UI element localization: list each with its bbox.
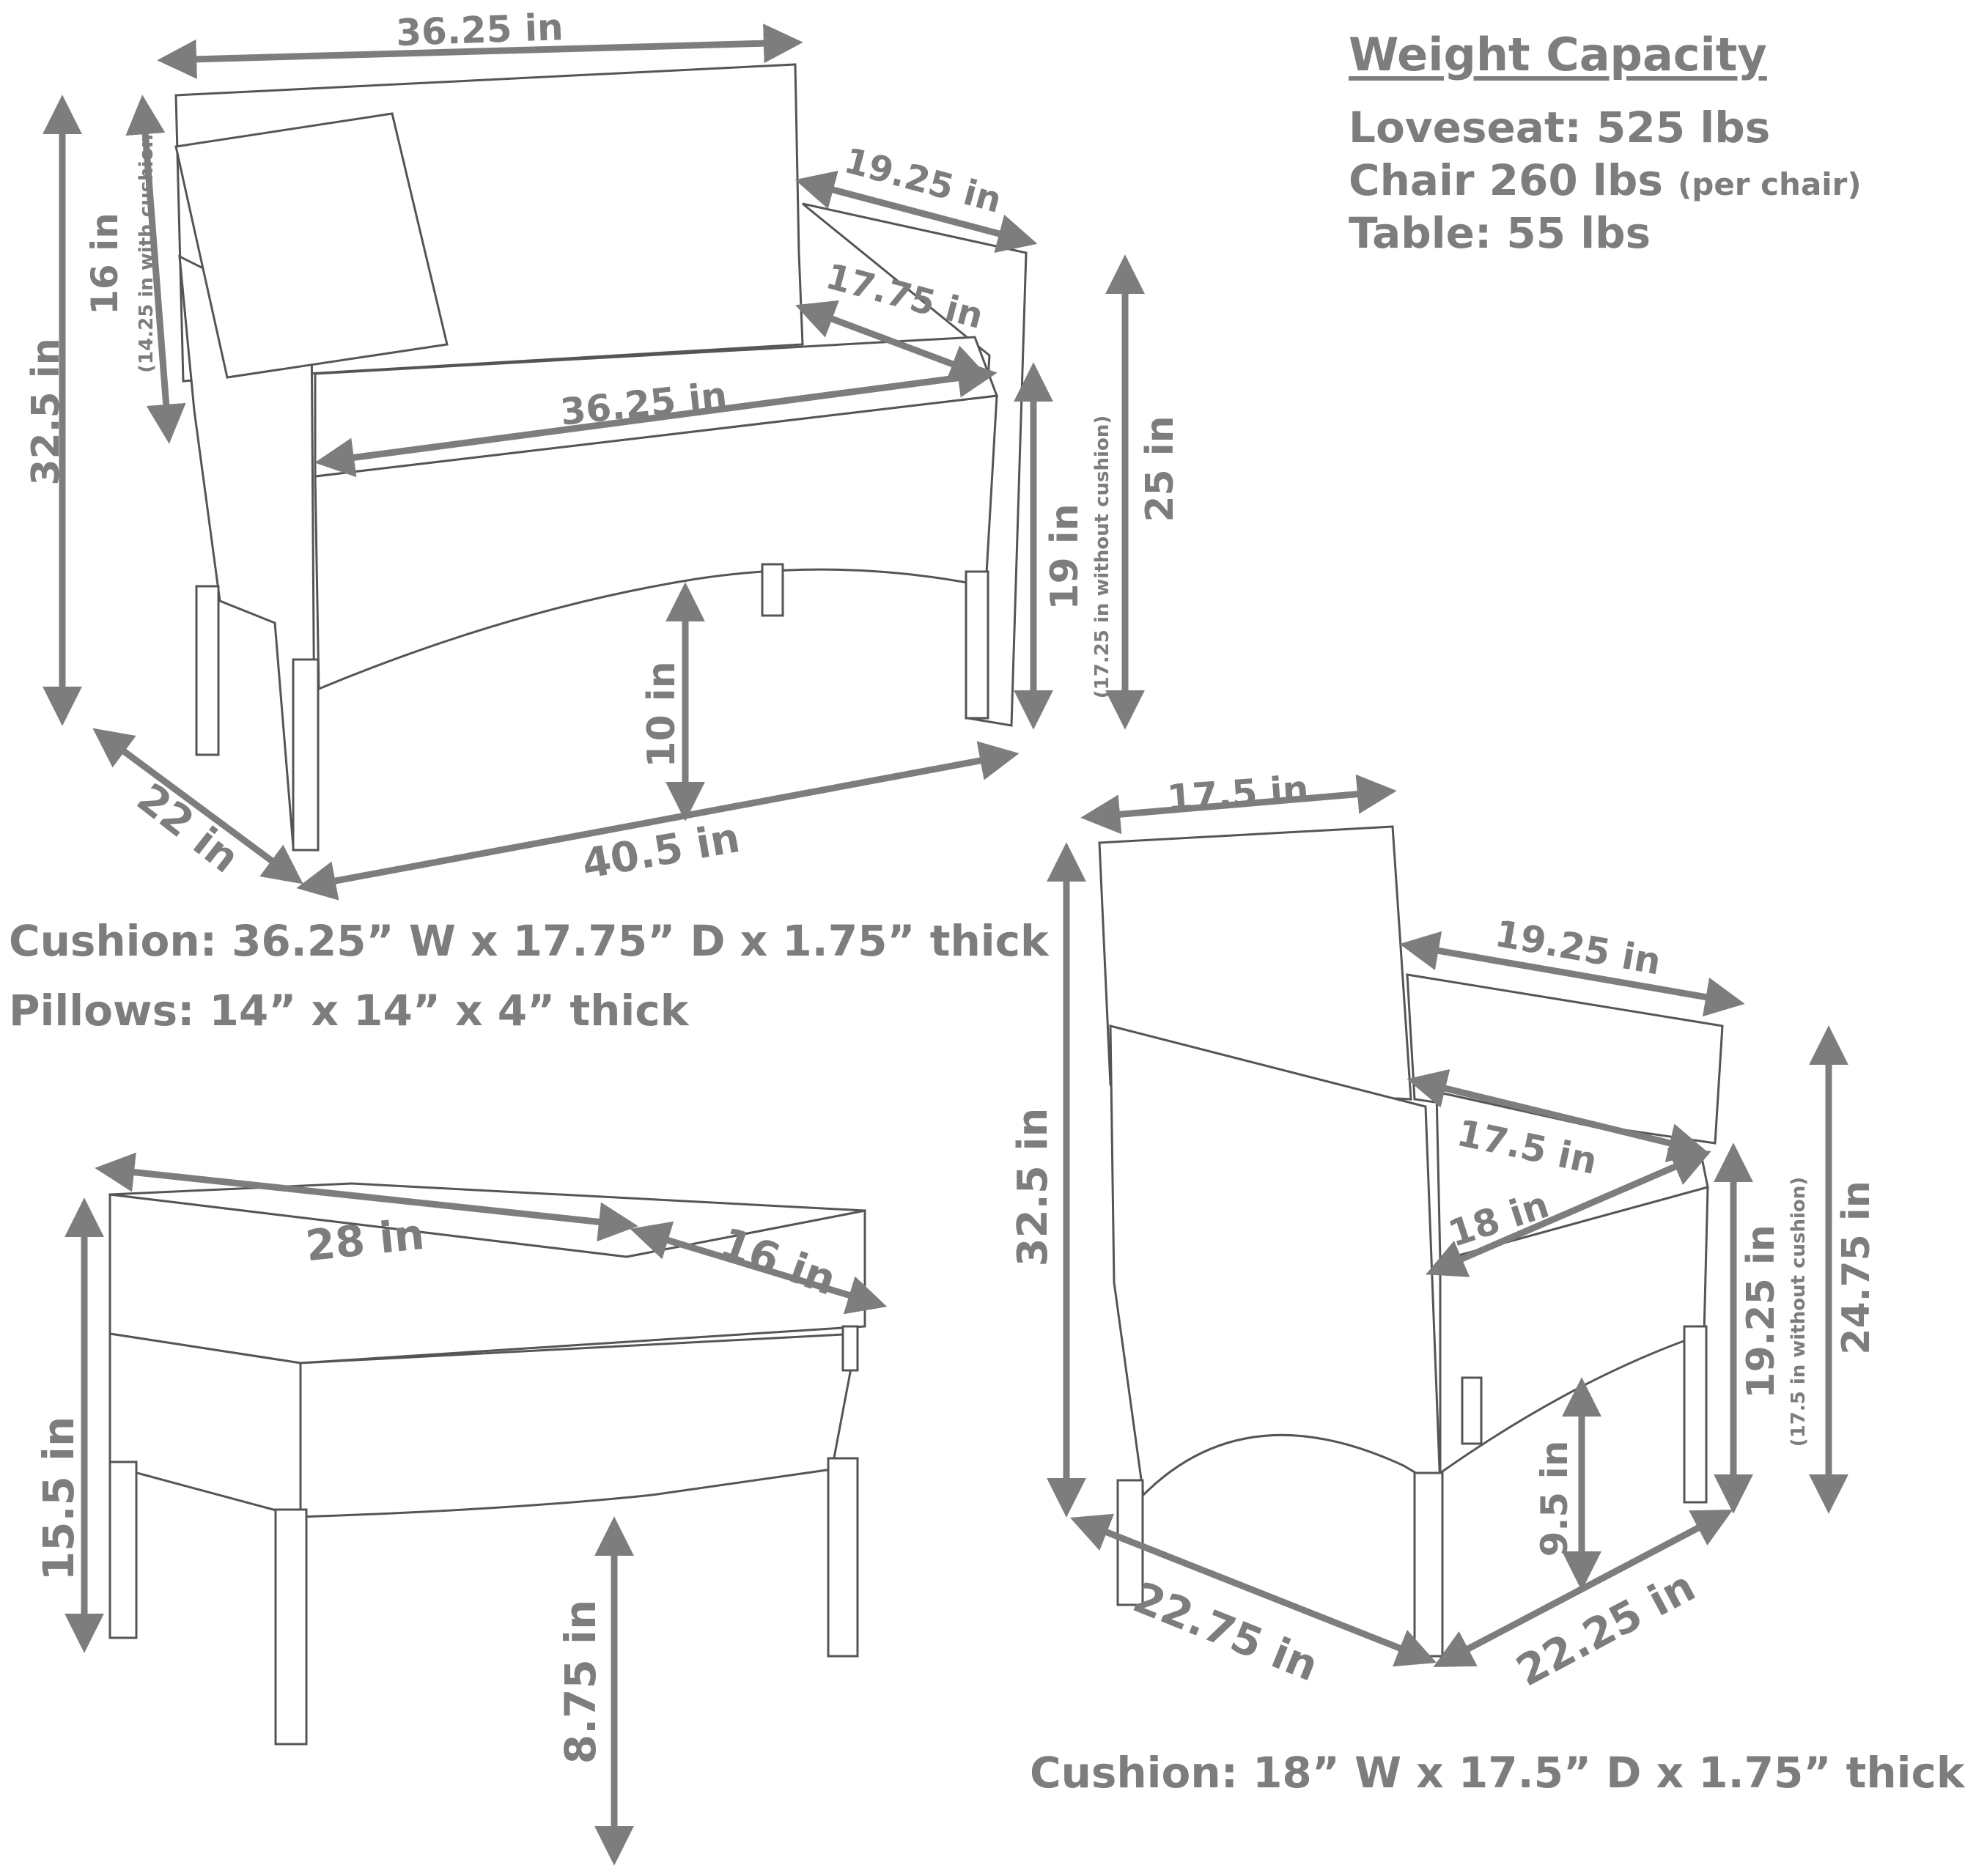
loveseat-cushion-spec: Cushion: 36.25” W x 17.75” D x 1.75” thi… — [9, 916, 1049, 966]
loveseat-arm-depth-label: 19.25 in — [840, 140, 1006, 221]
loveseat-back-height-note: (14.25 in with cushion) — [136, 125, 158, 373]
table-width-label: 28 in — [303, 1209, 427, 1271]
chair-depth-label: 22.25 in — [1508, 1561, 1703, 1696]
chair-clearance-label: 9.5 in — [1533, 1441, 1576, 1557]
dimension-lines — [43, 23, 1848, 1866]
weight-chair-value: Chair 260 lbs — [1349, 155, 1663, 205]
loveseat-arm-height-label: 25 in — [1138, 416, 1182, 522]
dimension-diagram: 36.25 in 32.5 in 16 in (14.25 in with cu… — [24, 6, 1879, 1866]
chair-seat-height-note: (17.5 in without cushion) — [1788, 1177, 1810, 1447]
table-height-label: 15.5 in — [34, 1417, 84, 1581]
chair-width-label: 22.75 in — [1127, 1572, 1325, 1691]
table-clearance-label: 8.75 in — [556, 1600, 605, 1764]
loveseat-total-height-label: 32.5 in — [24, 338, 68, 485]
chair-back-width-label: 17.5 in — [1165, 767, 1310, 819]
chair-seat-height-label: 19.25 in — [1739, 1225, 1783, 1398]
weight-loveseat: Loveseat: 525 lbs — [1349, 103, 1771, 152]
chair-total-height-label: 32.5 in — [1009, 1108, 1057, 1267]
loveseat-width-top-label: 36.25 in — [395, 6, 564, 54]
loveseat-clearance-label: 10 in — [640, 661, 684, 767]
loveseat-back-height-label: 16 in — [84, 213, 126, 315]
chair-arm-height-label: 24.75 in — [1835, 1181, 1879, 1354]
weight-chair: Chair 260 lbs (per chair) — [1349, 155, 1862, 205]
loveseat-width-label: 40.5 in — [578, 814, 743, 889]
loveseat-seat-height-note: (17.25 in without cushion) — [1091, 416, 1113, 698]
weight-table: Table: 55 lbs — [1349, 208, 1651, 258]
loveseat-pillow-spec: Pillows: 14” x 14” x 4” thick — [9, 986, 689, 1035]
weight-capacity-title: Weight Capacity — [1349, 28, 1767, 81]
weight-chair-note: (per chair) — [1678, 166, 1862, 202]
loveseat-seat-height-label: 19 in — [1043, 503, 1087, 610]
chair-cushion-spec: Cushion: 18” W x 17.5” D x 1.75” thick — [1030, 1748, 1965, 1798]
